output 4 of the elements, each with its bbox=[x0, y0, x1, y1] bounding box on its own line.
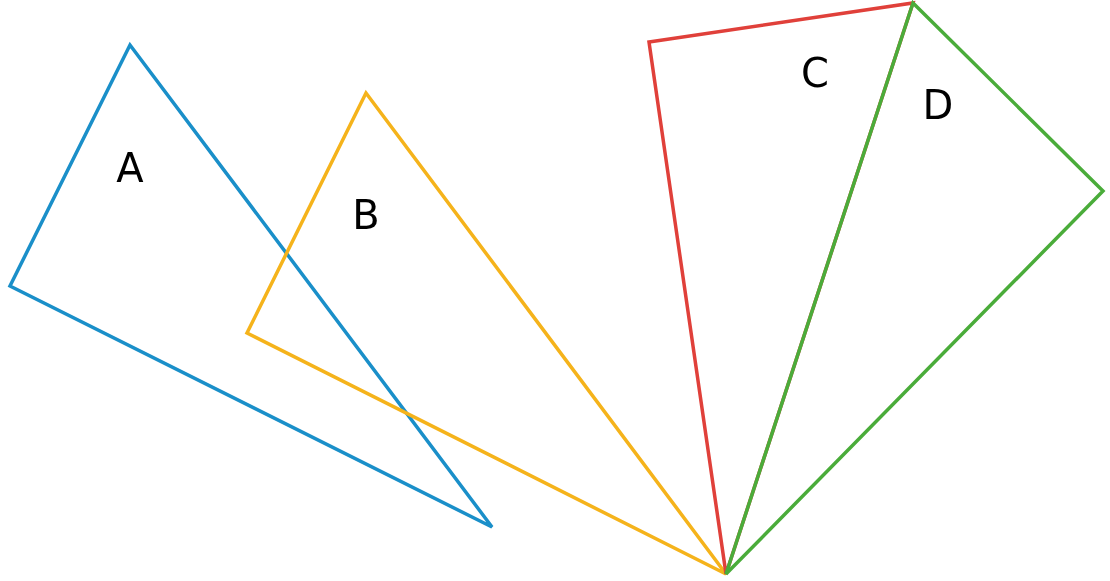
shape-label: A bbox=[116, 148, 144, 188]
shape-label: D bbox=[922, 85, 954, 125]
shape-label: C bbox=[801, 53, 829, 93]
shape-label: B bbox=[352, 195, 380, 235]
